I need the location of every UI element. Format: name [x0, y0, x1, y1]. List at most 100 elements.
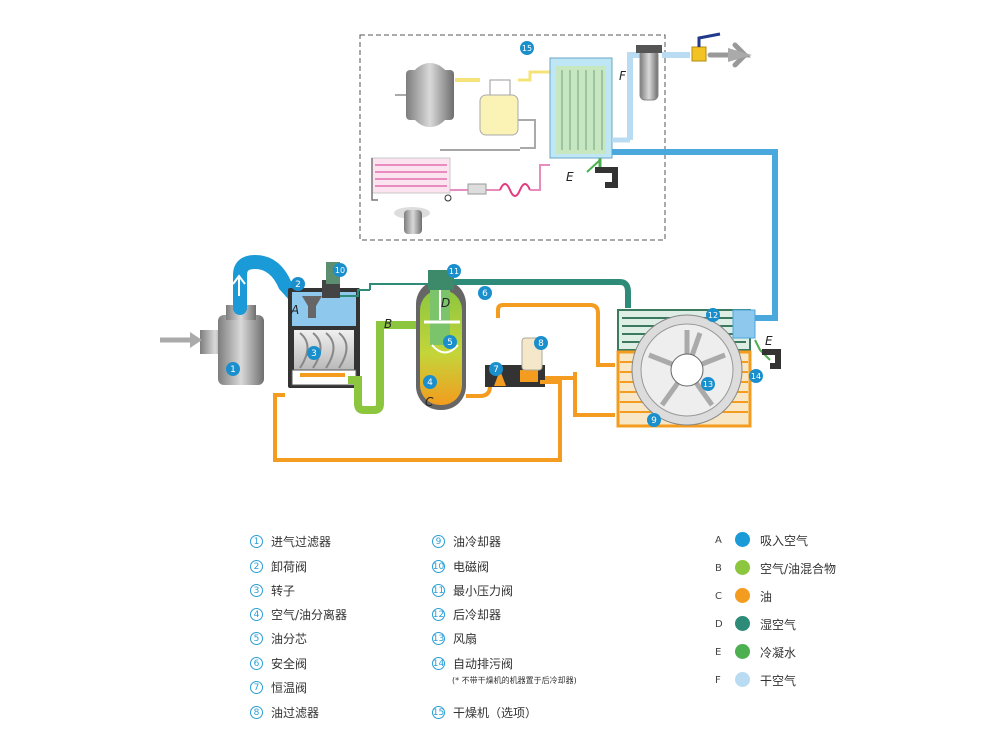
key-label-b: 空气/油混合物: [760, 562, 837, 576]
dryer-box: [359, 34, 666, 241]
svg-text:1: 1: [230, 365, 236, 375]
legend-num: 9: [432, 535, 445, 548]
legend-num: 10: [432, 560, 445, 573]
legend-label: 油分芯: [271, 632, 308, 646]
badge-5: 5: [443, 335, 457, 349]
svg-text:5: 5: [447, 338, 453, 348]
badge-9: 9: [647, 413, 661, 427]
badge-4: 4: [423, 375, 437, 389]
key-dot-oil: [735, 588, 750, 603]
legend-label: 最小压力阀: [453, 584, 514, 598]
key-letter-e: E: [715, 647, 722, 658]
svg-text:9: 9: [651, 416, 657, 426]
key-label-e: 冷凝水: [760, 646, 797, 660]
letter-e-dryer: E: [566, 170, 574, 184]
key-letter-d: D: [715, 619, 723, 630]
svg-text:11: 11: [449, 267, 459, 276]
legend-label: 油过滤器: [271, 706, 320, 720]
key-dot-condensate: [735, 644, 750, 659]
legend-label: 安全阀: [271, 657, 308, 671]
separator-vessel: [416, 270, 466, 410]
badge-10: 10: [333, 263, 347, 277]
legend-item-8: 8 油过滤器: [250, 704, 319, 721]
legend-item-12: 12 后冷却器: [432, 606, 501, 623]
legend-num: 8: [250, 706, 263, 719]
badge-3: 3: [307, 346, 321, 360]
key-letter-a: A: [715, 535, 722, 546]
legend-item-2: 2 卸荷阀: [250, 558, 307, 575]
drain-note: (* 不带干燥机的机器置于后冷却器): [452, 676, 577, 685]
letter-d: D: [441, 296, 450, 310]
badge-1: 1: [226, 362, 240, 376]
legend-num: 12: [432, 608, 445, 621]
badge-11: 11: [447, 264, 461, 278]
svg-text:4: 4: [427, 378, 433, 388]
svg-text:15: 15: [522, 44, 532, 53]
letter-c: C: [425, 395, 434, 409]
badge-8: 8: [534, 336, 548, 350]
key-dot-air-oil-mix: [735, 560, 750, 575]
legend-label: 干燥机（选项）: [453, 706, 538, 720]
legend-label: 电磁阀: [453, 560, 490, 574]
legend-num: 7: [250, 681, 263, 694]
badge-14: 14: [749, 369, 763, 383]
key-dot-dry-air: [735, 672, 750, 687]
svg-text:3: 3: [311, 349, 317, 359]
badge-7: 7: [489, 362, 503, 376]
svg-text:7: 7: [493, 365, 499, 375]
legend-label: 卸荷阀: [271, 560, 308, 574]
component-badges: 1 2 3 4 5 6 7 8 9 10 11 12 13 14 15: [226, 41, 763, 427]
svg-text:2: 2: [295, 280, 301, 290]
key-label-a: 吸入空气: [760, 534, 809, 548]
key-label-c: 油: [760, 590, 773, 604]
intake-filter: [160, 305, 264, 385]
legend-num: 3: [250, 584, 263, 597]
dryer-internals: [371, 52, 655, 234]
letter-a: A: [290, 303, 299, 317]
legend-num: 15: [432, 706, 445, 719]
svg-text:14: 14: [751, 372, 761, 381]
legend-item-6: 6 安全阀: [250, 655, 307, 672]
flow-letters: A B C D E F E: [290, 69, 773, 409]
legend-item-11: 11 最小压力阀: [432, 582, 513, 599]
badge-15: 15: [520, 41, 534, 55]
key-label-d: 湿空气: [760, 618, 797, 632]
legend-label: 恒温阀: [271, 681, 308, 695]
letter-b: B: [384, 317, 392, 331]
legend-item-15: 15 干燥机（选项）: [432, 704, 537, 721]
letter-e-cooler: E: [765, 334, 773, 348]
badge-6: 6: [478, 286, 492, 300]
key-letter-b: B: [715, 563, 722, 574]
key-letter-c: C: [715, 591, 722, 602]
legend-label: 风扇: [453, 632, 478, 646]
legend-num: 1: [250, 535, 263, 548]
key-dot-wet-air: [735, 616, 750, 631]
svg-text:8: 8: [538, 339, 544, 349]
legend-item-7: 7 恒温阀: [250, 679, 307, 696]
legend-item-10: 10 电磁阀: [432, 558, 489, 575]
legend-num: 5: [250, 632, 263, 645]
key-dot-intake-air: [735, 532, 750, 547]
legend-item-14: 14 自动排污阀: [432, 655, 513, 672]
legend-num: 4: [250, 608, 263, 621]
legend-num: 14: [432, 657, 445, 670]
compressor-flow-diagram: 1 2 3 4 5 6 7 8 9 10 11 12 13 14 15 A B …: [160, 32, 781, 462]
legend-label: 油冷却器: [453, 535, 502, 549]
legend-item-9: 9 油冷却器: [432, 533, 501, 550]
legend-num: 11: [432, 584, 445, 597]
badge-13: 13: [701, 377, 715, 391]
legend-label: 转子: [271, 584, 296, 598]
legend-item-13: 13 风扇: [432, 630, 477, 647]
legend-label: 后冷却器: [453, 608, 502, 622]
legend-num: 6: [250, 657, 263, 670]
legend-label: 自动排污阀: [453, 657, 514, 671]
legend-num: 2: [250, 560, 263, 573]
svg-text:13: 13: [703, 380, 713, 389]
legend-num: 13: [432, 632, 445, 645]
badge-12: 12: [706, 308, 720, 322]
svg-text:6: 6: [482, 289, 488, 299]
fan: [631, 314, 743, 426]
legend-item-5: 5 油分芯: [250, 630, 307, 647]
